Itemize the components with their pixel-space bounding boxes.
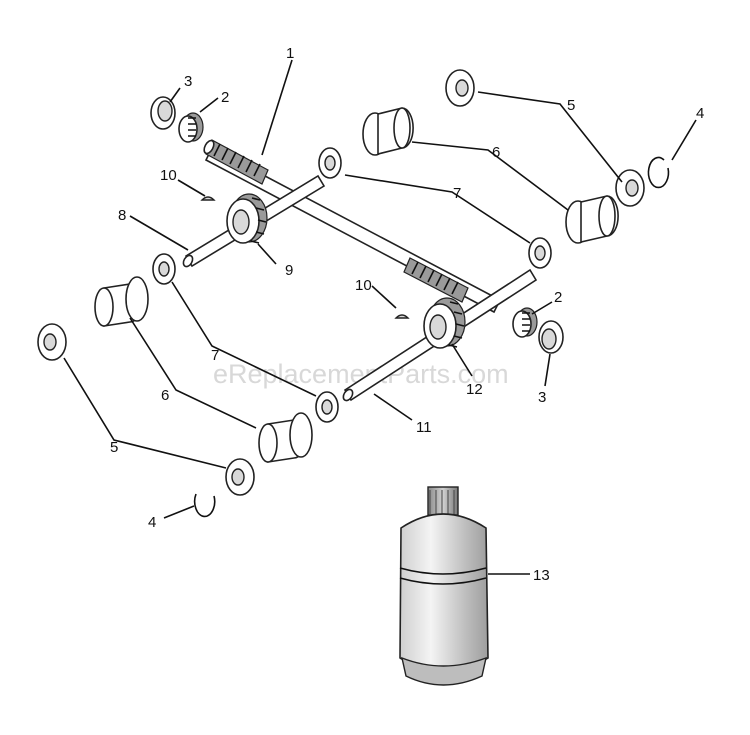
callout-11: 11 [416, 419, 432, 436]
callout-2-lower: 2 [554, 289, 562, 306]
callout-3-lower: 3 [538, 389, 546, 406]
callout-5-upper: 5 [567, 97, 575, 114]
worm-thread-lower [403, 257, 469, 303]
flange-bushing-lower-right [258, 412, 313, 463]
callout-3-upper: 3 [184, 73, 192, 90]
woodruff-key-lower [394, 314, 410, 319]
callout-5-lower: 5 [110, 439, 118, 456]
leader-11 [373, 393, 413, 421]
bearing-cup-upper [150, 96, 176, 130]
leader-6a [411, 141, 569, 211]
retaining-ring-left [193, 493, 216, 518]
callout-6-lower: 6 [161, 387, 169, 404]
flange-bushing-upper-left [362, 107, 414, 156]
callout-7-upper: 7 [453, 185, 461, 202]
leader-4a [671, 119, 697, 161]
sleeve-bearing-bottom [225, 458, 255, 496]
callout-12: 12 [466, 381, 483, 398]
callout-13: 13 [533, 567, 550, 584]
sleeve-bearing-right [615, 169, 645, 207]
sleeve-bearing-top [445, 69, 475, 107]
worm-shaft [203, 139, 502, 314]
leader-7a [344, 174, 531, 244]
callout-9: 9 [285, 262, 293, 279]
leader-12 [451, 343, 473, 377]
callouts: 1 3 2 5 4 6 10 7 8 9 10 2 7 12 3 6 11 5 … [110, 45, 704, 584]
callout-10-upper: 10 [160, 167, 177, 184]
leader-2b [531, 301, 553, 315]
leader-1 [261, 59, 293, 156]
leader-3b [544, 353, 551, 387]
leader-6b [129, 317, 257, 429]
leader-2a [199, 97, 219, 113]
thrust-washer-2 [528, 237, 552, 269]
leader-4b [163, 505, 195, 519]
lubricant-bottle [399, 486, 489, 686]
leader-5b [63, 357, 227, 469]
thrust-washer-4 [315, 391, 339, 423]
leader-3a [169, 87, 181, 103]
gear-upper [226, 193, 268, 244]
leader-lines [63, 59, 697, 575]
callout-7-lower: 7 [211, 347, 219, 364]
leader-5a [477, 91, 623, 183]
bearing-upper [178, 112, 204, 143]
leader-7b [171, 281, 317, 397]
callout-2-upper: 2 [221, 89, 229, 106]
leader-10a [177, 179, 206, 197]
thrust-washer-3 [152, 253, 176, 285]
gear-lower [423, 297, 466, 349]
bearing-lower [512, 307, 538, 338]
callout-6-upper: 6 [492, 144, 500, 161]
callout-4-upper: 4 [696, 105, 704, 122]
callout-4-lower: 4 [148, 514, 156, 531]
bearing-cup-lower [538, 320, 564, 354]
callout-8: 8 [118, 207, 126, 224]
flange-bushing-lower-left [94, 276, 149, 327]
flange-bushing-upper-right [565, 195, 619, 244]
leader-10b [371, 285, 397, 309]
thrust-washer-1 [318, 147, 342, 179]
callout-10-lower: 10 [355, 277, 372, 294]
retaining-ring-right [647, 156, 670, 189]
leader-9 [257, 243, 277, 265]
callout-1: 1 [286, 45, 294, 62]
sleeve-bearing-left [37, 323, 67, 361]
woodruff-key-upper [200, 196, 216, 201]
leader-8 [129, 215, 189, 251]
